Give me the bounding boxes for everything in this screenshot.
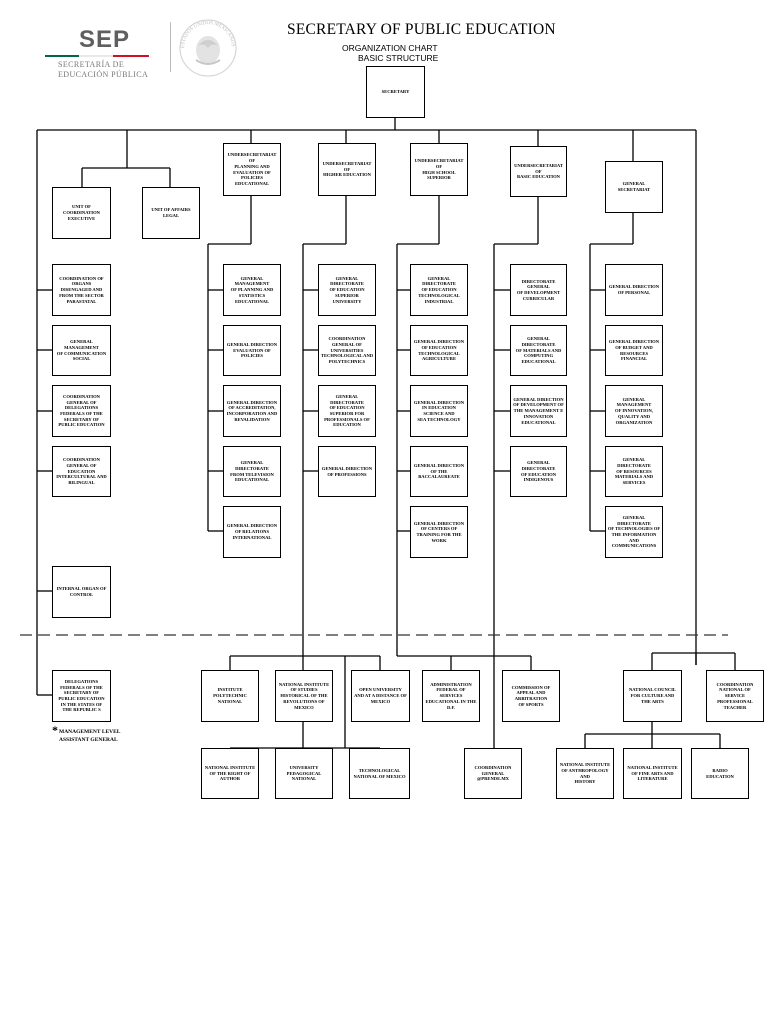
- box-sea-technology: GENERAL DIRECTION IN EDUCATION SCIENCE A…: [410, 385, 468, 437]
- box-sports-arbitration: COMMISSION OF APPEAL AND ARBITRATION OF …: [502, 670, 560, 722]
- box-federal-educational-services: ADMINISTRATION FEDERAL OF SERVICES EDUCA…: [422, 670, 480, 722]
- box-unit-legal-affairs: UNIT OF AFFAIRS LEGAL: [142, 187, 200, 239]
- box-internal-control: INTERNAL ORGAN OF CONTROL: [52, 566, 111, 618]
- box-teacher-professional-service: COORDINATION NATIONAL OF SERVICE PROFESS…: [706, 670, 764, 722]
- box-fine-arts: NATIONAL INSTITUTE OF FINE ARTS AND LITE…: [623, 748, 682, 799]
- footnote-line-1: MANAGEMENT LEVEL: [59, 729, 121, 735]
- chart-subtitle-2: BASIC STRUCTURE: [358, 53, 439, 63]
- footnote-text: MANAGEMENT LEVEL ASSISTANT GENERAL: [59, 729, 120, 744]
- box-coordination-intercultural: COORDINATION GENERAL OF EDUCATION INTERC…: [52, 446, 111, 497]
- chart-subtitle-1: ORGANIZATION CHART: [342, 43, 438, 53]
- box-education-professionals: GENERAL DIRECTORATE OF EDUCATION SUPERIO…: [318, 385, 376, 437]
- box-undersecretariat-planning: UNDERSECRETARIAT OF PLANNING AND EVALUAT…: [223, 143, 281, 196]
- box-unit-coordination-executive: UNIT OF COORDINATION EXECUTIVE: [52, 187, 111, 239]
- footnote-line-2: ASSISTANT GENERAL: [59, 736, 118, 743]
- box-professions: GENERAL DIRECTION OF PROFESSIONS: [318, 446, 376, 497]
- box-general-secretariat: GENERAL SECRETARIAT: [605, 161, 663, 213]
- box-coordination-delegations: COORDINATION GENERAL OF DELEGATIONS FEDE…: [52, 385, 111, 437]
- box-work-training-centers: GENERAL DIRECTION OF CENTERS OF TRAINING…: [410, 506, 468, 558]
- box-technological-national: TECHNOLOGICAL NATIONAL OF MEXICO: [349, 748, 410, 799]
- box-social-communication: GENERAL MANAGEMENT OF COMMUNICATION SOCI…: [52, 325, 111, 376]
- box-indigenous-education: GENERAL DIRECTORATE OF EDUCATION INDIGEN…: [510, 446, 567, 497]
- box-revolutions-studies: NATIONAL INSTITUTE OF STUDIES Historical…: [275, 670, 333, 722]
- box-polytechnic-institute: INSTITUTE POLYTECHNIC NATIONAL: [201, 670, 259, 722]
- box-secretary: SECRETARY: [366, 66, 425, 118]
- box-information-technologies: GENERAL DIRECTORATE OF TECHNOLOGIES OF T…: [605, 506, 663, 558]
- logo-divider: [170, 22, 171, 72]
- box-curricular-development: DIRECTORATE GENERAL OF DEVELOPMENT CURRI…: [510, 264, 567, 316]
- logo-text-line-2: EDUCACIÓN PÚBLICA: [58, 70, 149, 79]
- box-international-relations: GENERAL DIRECTION OF RELATIONS INTERNATI…: [223, 506, 281, 558]
- box-university-higher-education: GENERAL DIRECTORATE OF EDUCATION SUPERIO…: [318, 264, 376, 316]
- box-management-innovation: GENERAL DIRECTION OF DEVELOPMENT OF THE …: [510, 385, 567, 437]
- box-planning-statistics: GENERAL MANAGEMENT OF PLANNING AND STATI…: [223, 264, 281, 316]
- logo-bar-green: [45, 55, 79, 57]
- sep-logo-acronym: SEP: [79, 26, 131, 53]
- box-accreditation: GENERAL DIRECTION OF ACCREDITATION, INCO…: [223, 385, 281, 437]
- box-policy-evaluation: GENERAL DIRECTION EVALUATION OF POLICIES: [223, 325, 281, 376]
- box-industrial-technological: GENERAL DIRECTORATE OF EDUCATION TECHNOL…: [410, 264, 468, 316]
- page-title: SECRETARY OF PUBLIC EDUCATION: [287, 21, 556, 38]
- box-anthropology-history: NATIONAL INSTITUTE OF ANTHROPOLOGY AND H…: [556, 748, 614, 799]
- box-undersecretariat-high-school: UNDERSECRETARIAT OF HIGH SCHOOL SUPERIOR: [410, 143, 468, 196]
- box-undersecretariat-higher-education: UNDERSECRETARIAT OF HIGHER EDUCATION: [318, 143, 376, 196]
- national-seal-icon: ESTADOS UNIDOS MEXICANOS: [179, 19, 237, 77]
- box-prende-mx: COORDINATION GENERAL @PRENDE.MX: [464, 748, 522, 799]
- box-culture-arts-council: NATIONAL COUNCIL FOR CULTURE AND THE ART…: [623, 670, 682, 722]
- box-agricultural-technological: GENERAL DIRECTION OF EDUCATION TECHNOLOG…: [410, 325, 468, 376]
- box-personnel: GENERAL DIRECTION OF PERSONAL: [605, 264, 663, 316]
- logo-bar-red: [113, 55, 149, 57]
- logo-text-line-1: SECRETARÍA DE: [58, 60, 125, 69]
- box-educational-television: GENERAL DIRECTORATE FROM TELEVISION EDUC…: [223, 446, 281, 497]
- box-budget-resources: GENERAL DIRECTION OF BUDGET AND RESOURCE…: [605, 325, 663, 376]
- box-undersecretariat-basic-education: UNDERSECRETARIAT OF BASIC EDUCATION: [510, 146, 567, 197]
- footnote-star: *: [52, 723, 58, 737]
- box-pedagogical-university: UNIVERSITY PEDAGOGICAL NATIONAL: [275, 748, 333, 799]
- logo-bar-white: [79, 55, 113, 57]
- box-material-resources: GENERAL DIRECTORATE OF RESOURCES MATERIA…: [605, 446, 663, 497]
- box-copyright-institute: NATIONAL INSTITUTE OF THE RIGHT OF AUTHO…: [201, 748, 259, 799]
- box-federal-delegations: DELEGATIONS FEDERALS OF THE SECRETARY OF…: [52, 670, 111, 722]
- box-coordination-parastatal: COORDINATION OF ORGANS DISENGAGED AND FR…: [52, 264, 111, 316]
- box-baccalaureate: GENERAL DIRECTION OF THE BACCALAUREATE: [410, 446, 468, 497]
- box-educational-materials: GENERAL DIRECTORATE OF MATERIALS AND COM…: [510, 325, 567, 376]
- box-technological-universities: COORDINATION GENERAL OF UNIVERSITIES TEC…: [318, 325, 376, 376]
- box-open-university: OPEN UNIVERSITY AND AT A DISTANCE OF MEX…: [351, 670, 410, 722]
- box-radio-education: RADIO EDUCATION: [691, 748, 749, 799]
- box-innovation-quality: GENERAL MANAGEMENT OF INNOVATION, QUALIT…: [605, 385, 663, 437]
